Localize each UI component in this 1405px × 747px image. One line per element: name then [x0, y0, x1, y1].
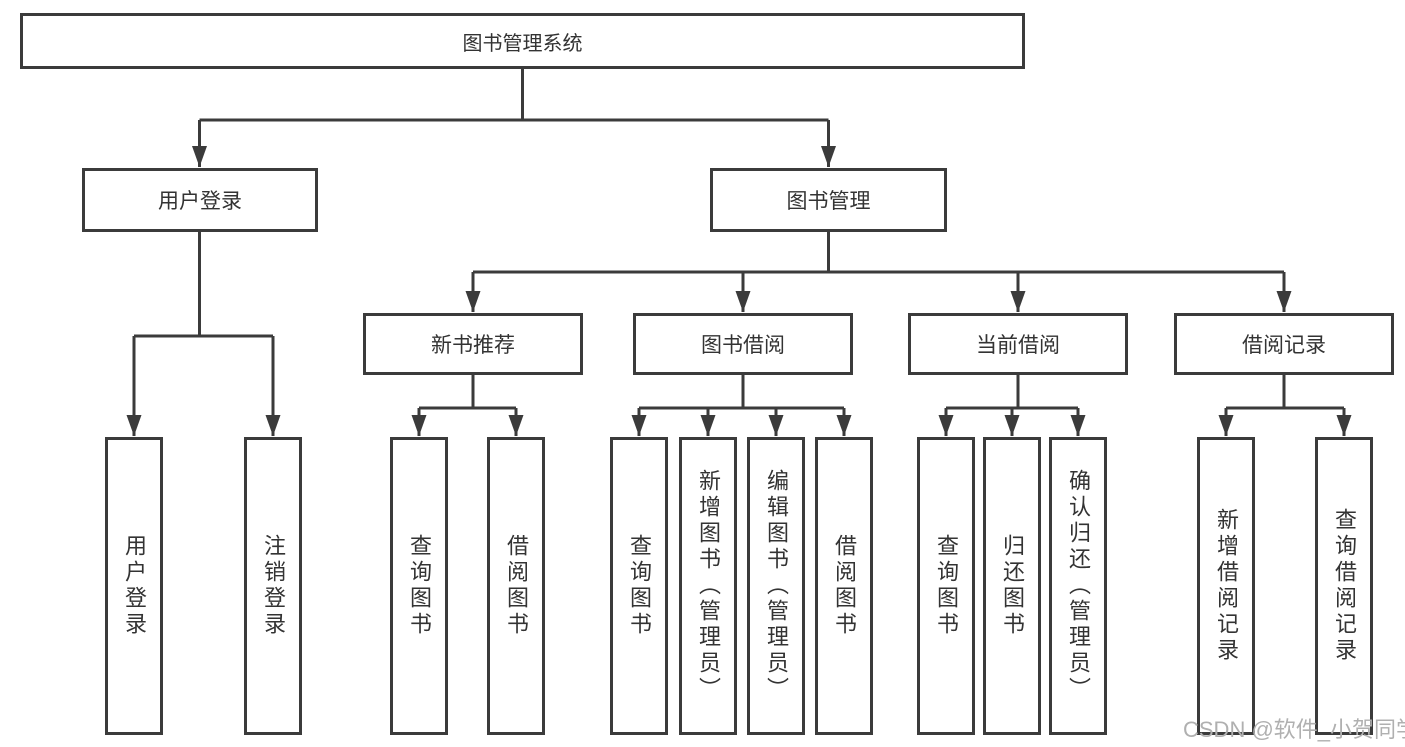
- connector-path: [134, 69, 1344, 410]
- node-current-borrow: 当前借阅: [908, 313, 1128, 375]
- leaf-borrow-books-recommend: 借阅图书: [487, 437, 545, 735]
- leaf-add-borrow-record: 新增借阅记录: [1197, 437, 1255, 735]
- watermark-text: CSDN @软件_小贺同学: [1183, 717, 1405, 742]
- leaf-query-books-borrow: 查询图书: [610, 437, 668, 735]
- leaf-user-login: 用户登录: [105, 437, 163, 735]
- node-new-book-recommend: 新书推荐: [363, 313, 583, 375]
- node-root: 图书管理系统: [20, 13, 1025, 69]
- leaf-query-borrow-record: 查询借阅记录: [1315, 437, 1373, 735]
- leaf-add-book-admin: 新增图书（管理员）: [679, 437, 737, 735]
- leaf-borrow-books-borrow: 借阅图书: [815, 437, 873, 735]
- leaf-edit-book-admin: 编辑图书（管理员）: [747, 437, 805, 735]
- node-book-borrow: 图书借阅: [633, 313, 853, 375]
- node-book-management: 图书管理: [710, 168, 947, 232]
- node-user-login: 用户登录: [82, 168, 318, 232]
- leaf-return-book: 归还图书: [983, 437, 1041, 735]
- node-borrow-records: 借阅记录: [1174, 313, 1394, 375]
- leaf-confirm-return-admin: 确认归还（管理员）: [1049, 437, 1107, 735]
- leaf-query-books-recommend: 查询图书: [390, 437, 448, 735]
- connector-arrows: [126, 120, 1352, 436]
- leaf-logout: 注销登录: [244, 437, 302, 735]
- leaf-query-books-current: 查询图书: [917, 437, 975, 735]
